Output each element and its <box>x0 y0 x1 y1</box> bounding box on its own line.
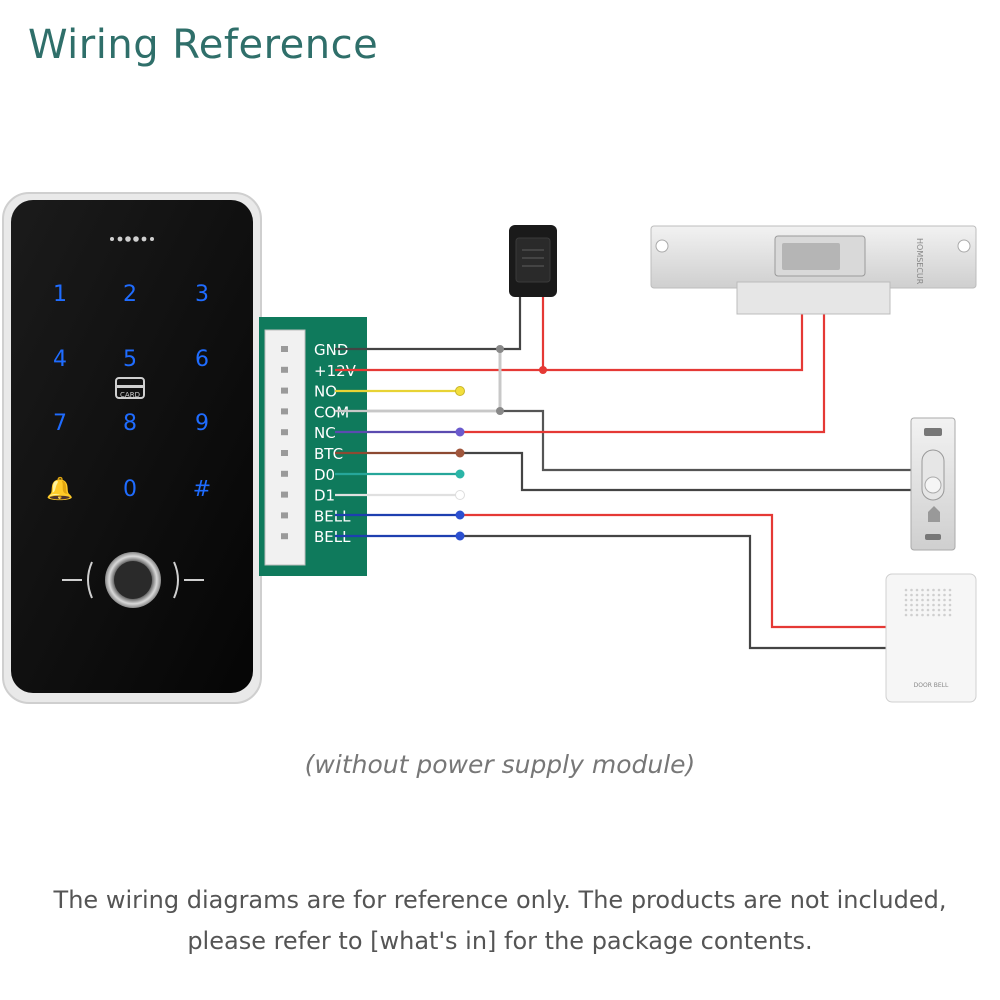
terminal-label: GND <box>314 341 348 359</box>
card-icon: CARD <box>115 377 145 399</box>
keypad-key: 1 <box>53 282 67 307</box>
speaker-dots <box>110 236 154 242</box>
doorbell-device: DOOR BELL <box>885 573 977 703</box>
disclaimer-note: The wiring diagrams are for reference on… <box>0 880 1000 962</box>
terminal-pin <box>281 429 288 436</box>
keypad-key: 7 <box>53 411 67 436</box>
keypad-key: 🔔 <box>46 476 73 502</box>
terminal-pin <box>281 366 288 373</box>
note-line-2: please refer to [what's in] for the pack… <box>187 927 813 955</box>
terminal-label: D0 <box>314 466 335 484</box>
terminal-label: BELL <box>314 507 351 525</box>
page-title: Wiring Reference <box>28 22 379 68</box>
doorbell-label: DOOR BELL <box>914 682 949 689</box>
card-reader-module <box>509 225 557 297</box>
electric-strike-lock: HOMSECUR <box>650 225 977 315</box>
keypad-key: 8 <box>123 411 137 436</box>
exit-button-device <box>910 417 956 551</box>
terminal-label: BTC <box>314 445 343 463</box>
terminal-label: COM <box>314 403 349 421</box>
keypad-key: 9 <box>195 411 209 436</box>
doorbell-speaker-grille <box>904 588 952 617</box>
terminal-label: NO <box>314 383 337 401</box>
terminal-pin <box>281 533 288 540</box>
strike-brand: HOMSECUR <box>915 238 924 285</box>
keypad-key: 4 <box>53 347 67 372</box>
keypad-keys: 1 2 3 4 5 6 7 8 9 🔔 0 # <box>46 282 211 502</box>
note-line-1: The wiring diagrams are for reference on… <box>53 886 947 914</box>
keypad-device: 1 2 3 4 5 6 7 8 9 🔔 0 # CARD <box>2 192 262 704</box>
terminal-pin <box>281 387 288 394</box>
keypad-key: 3 <box>195 282 209 307</box>
terminal-pin <box>281 346 288 352</box>
keypad-key: 6 <box>195 347 209 372</box>
terminal-pin <box>281 491 288 498</box>
keypad-key: 0 <box>123 477 137 502</box>
keypad-key: 5 <box>123 347 137 372</box>
terminal-pin <box>281 512 288 519</box>
terminal-label: D1 <box>314 487 335 505</box>
wires <box>335 295 912 650</box>
card-label: CARD <box>120 391 140 399</box>
terminal-pin <box>281 450 288 456</box>
wire-junctions <box>455 345 547 541</box>
terminal-pin <box>281 470 288 477</box>
keypad-key: # <box>193 477 211 502</box>
terminal-pin <box>281 408 288 415</box>
terminal-label: BELL <box>314 528 351 546</box>
fingerprint-sensor-icon <box>62 552 204 608</box>
keypad-key: 2 <box>123 282 137 307</box>
terminal-label: NC <box>314 424 336 442</box>
caption: (without power supply module) <box>304 750 696 779</box>
